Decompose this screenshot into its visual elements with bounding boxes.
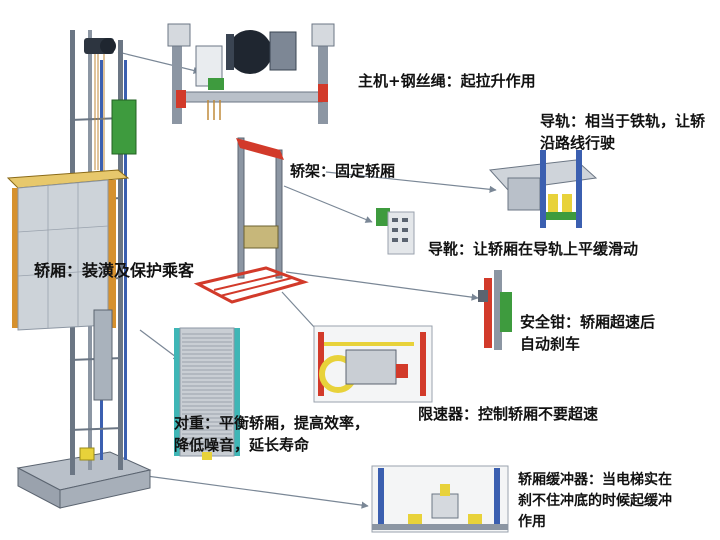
machine-detail (167, 23, 335, 124)
cabin (6, 169, 130, 189)
label-buffer-line2: 刹不住冲底的时候起缓冲 (518, 493, 672, 509)
buffer-detail (371, 465, 509, 533)
leader-counterweight (139, 329, 181, 361)
car-frame-detail (193, 137, 309, 304)
leader-lines (117, 51, 497, 509)
car-platform (193, 266, 309, 304)
label-counterweight-line2: 降低噪音，延长寿命 (174, 436, 310, 454)
guide-shoe-detail (376, 208, 415, 255)
label-buffer-line1: 轿厢缓冲器：当电梯实在 (518, 472, 672, 488)
label-frame: 轿架：固定轿厢 (290, 162, 396, 180)
label-safety-gear-line2: 自动刹车 (520, 335, 581, 353)
safety-gear-detail (478, 270, 512, 350)
label-cabin: 轿厢：装潢及保护乘客 (34, 261, 195, 280)
label-guide-rail-line2: 沿路线行驶 (540, 134, 616, 152)
leader-guide-rail (325, 171, 497, 193)
governor-detail (313, 325, 433, 403)
leader-frame (283, 185, 373, 223)
label-governor: 限速器：控制轿厢不要超速 (418, 405, 599, 423)
counterweight-block (93, 309, 113, 401)
leader-buffer (131, 473, 369, 509)
shaft-post-right (118, 40, 123, 470)
label-guide-shoe: 导靴：让轿厢在导轨上平缓滑动 (428, 240, 639, 258)
pit-buffer (79, 447, 95, 461)
leader-safety-gear (285, 271, 479, 301)
guide-rail-detail (488, 150, 598, 228)
label-counterweight-line1: 对重：平衡轿厢，提高效率， (174, 414, 370, 432)
counterweight-detail (174, 327, 240, 460)
traction-sheave (228, 30, 272, 74)
label-buffer-line3: 作用 (518, 514, 546, 530)
label-machine: 主机+钢丝绳：起拉升作用 (358, 72, 536, 90)
label-safety-gear-line1: 安全钳：轿厢超速后 (520, 313, 656, 331)
control-cabinet (111, 99, 137, 155)
elevator-shaft (6, 30, 152, 509)
leader-machine (117, 51, 201, 74)
label-guide-rail-line1: 导轨：相当于铁轨，让轿 (540, 112, 706, 130)
